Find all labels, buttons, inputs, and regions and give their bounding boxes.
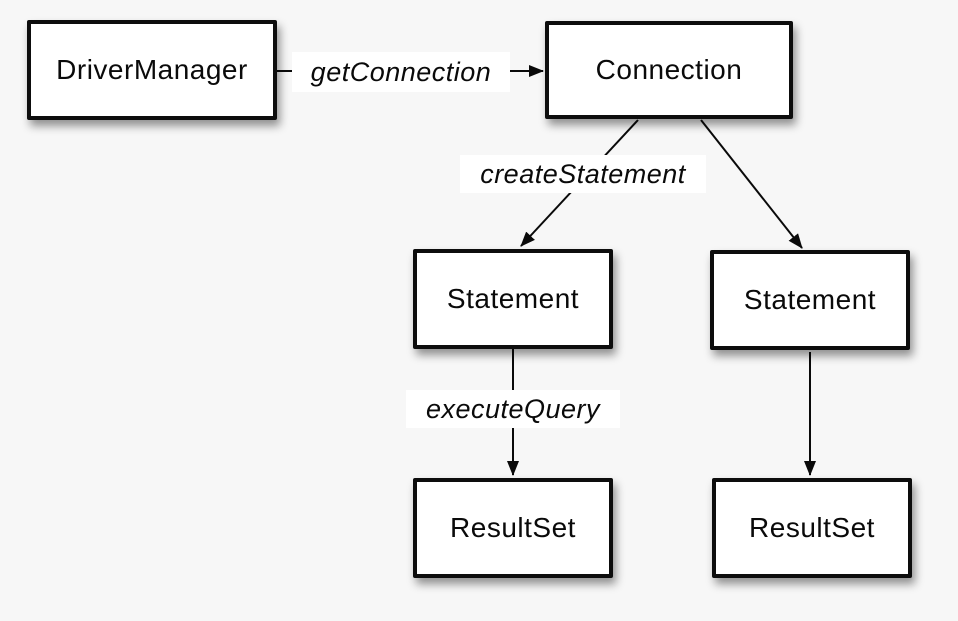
- node-driver-manager: DriverManager: [27, 20, 277, 120]
- node-resultset-right: ResultSet: [712, 478, 912, 578]
- edge-label-create-statement: createStatement: [460, 155, 706, 193]
- node-statement-right: Statement: [710, 250, 910, 350]
- edge-label-get-connection: getConnection: [292, 52, 510, 92]
- edge-connection-to-statement-right-arrow: [700, 119, 803, 249]
- node-resultset-left: ResultSet: [413, 478, 613, 578]
- node-statement-left: Statement: [413, 249, 613, 349]
- node-connection: Connection: [545, 21, 793, 119]
- edge-label-execute-query: executeQuery: [406, 390, 620, 428]
